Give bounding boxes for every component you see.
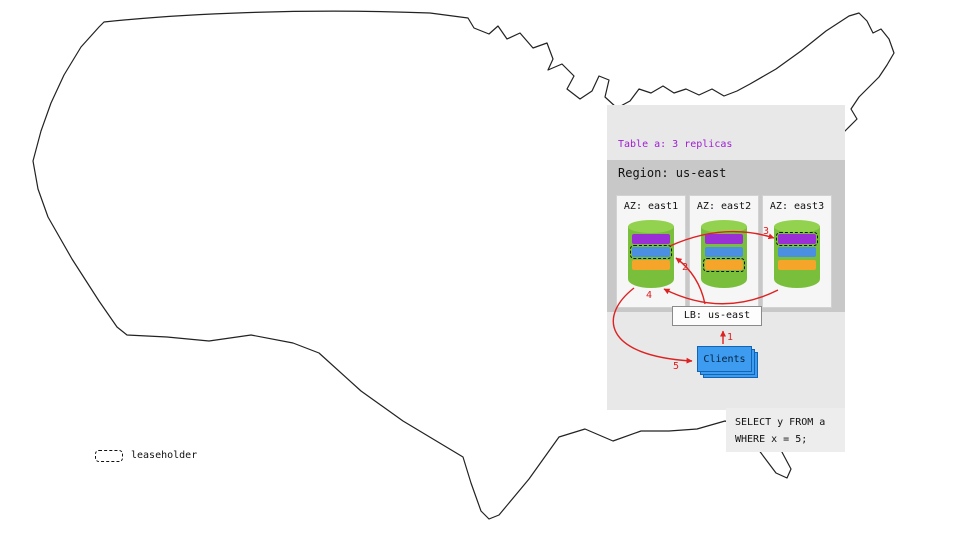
replica-band-table-b-leaseholder xyxy=(703,258,745,272)
region-title: Region: us-east xyxy=(618,166,727,180)
az-box-east3: AZ: east3 xyxy=(762,195,832,308)
leaseholder-label: leaseholder xyxy=(131,450,198,461)
db-cylinder-east2 xyxy=(701,220,747,288)
db-cylinder-east3 xyxy=(774,220,820,288)
replica-band-table-a xyxy=(705,234,743,244)
az-label-east2: AZ: east2 xyxy=(696,201,752,212)
sql-line-1: SELECT y FROM a xyxy=(735,417,826,428)
cylinder-top xyxy=(628,220,674,233)
leaseholder-legend: leaseholder xyxy=(95,449,198,462)
replica-band-table-a-leaseholder xyxy=(776,232,818,246)
legend-item-table-a: Table a: 3 replicas xyxy=(618,139,733,150)
replica-band-index-a-leaseholder xyxy=(630,245,672,259)
leaseholder-swatch xyxy=(95,449,123,462)
cylinder-top xyxy=(701,220,747,233)
az-label-east3: AZ: east3 xyxy=(769,201,825,212)
az-label-east1: AZ: east1 xyxy=(623,201,679,212)
az-box-east2: AZ: east2 xyxy=(689,195,759,308)
sql-line-2: WHERE x = 5; xyxy=(735,434,808,445)
sql-query-box: SELECT y FROM a WHERE x = 5; xyxy=(726,408,845,452)
replica-band-table-b xyxy=(632,260,670,270)
step-label-3: 3 xyxy=(763,226,770,237)
client-card-front: Clients xyxy=(697,346,752,372)
clients-stack: Clients xyxy=(697,346,759,379)
region-panel: Table a: 3 replicas Index a: 3 replicas … xyxy=(607,105,845,410)
region-box: Region: us-east AZ: east1 AZ: east2 xyxy=(607,160,845,312)
step-label-5: 5 xyxy=(673,361,680,372)
replica-band-table-b xyxy=(778,260,816,270)
step-label-1: 1 xyxy=(727,332,734,343)
replica-band-table-a xyxy=(632,234,670,244)
cylinder-top xyxy=(774,220,820,233)
clients-label: Clients xyxy=(703,353,746,365)
db-cylinder-east1 xyxy=(628,220,674,288)
replica-band-index-a xyxy=(705,247,743,257)
lb-box: LB: us-east xyxy=(672,306,762,326)
step-label-2: 2 xyxy=(682,262,689,273)
step-label-4: 4 xyxy=(646,290,653,301)
az-box-east1: AZ: east1 xyxy=(616,195,686,308)
replica-band-index-a xyxy=(778,247,816,257)
